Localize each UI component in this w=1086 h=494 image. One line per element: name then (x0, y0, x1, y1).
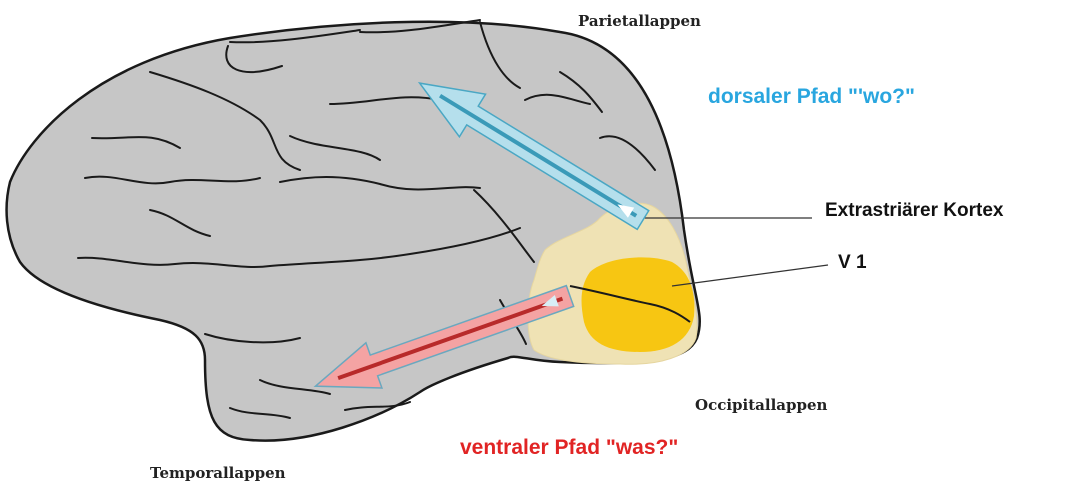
label-temporal-lobe: Temporallappen (150, 466, 286, 481)
v1-pointer (672, 265, 828, 286)
label-ventral-pathway: ventraler Pfad "was?" (460, 437, 678, 458)
label-v1: V 1 (838, 253, 867, 272)
v1-area (582, 257, 695, 352)
label-parietal-lobe: Parietallappen (578, 14, 701, 29)
label-dorsal-pathway: dorsaler Pfad "'wo?" (708, 86, 915, 107)
label-occipital-lobe: Occipitallappen (695, 398, 827, 413)
label-extrastriate-cortex: Extrastriärer Kortex (825, 201, 1003, 220)
